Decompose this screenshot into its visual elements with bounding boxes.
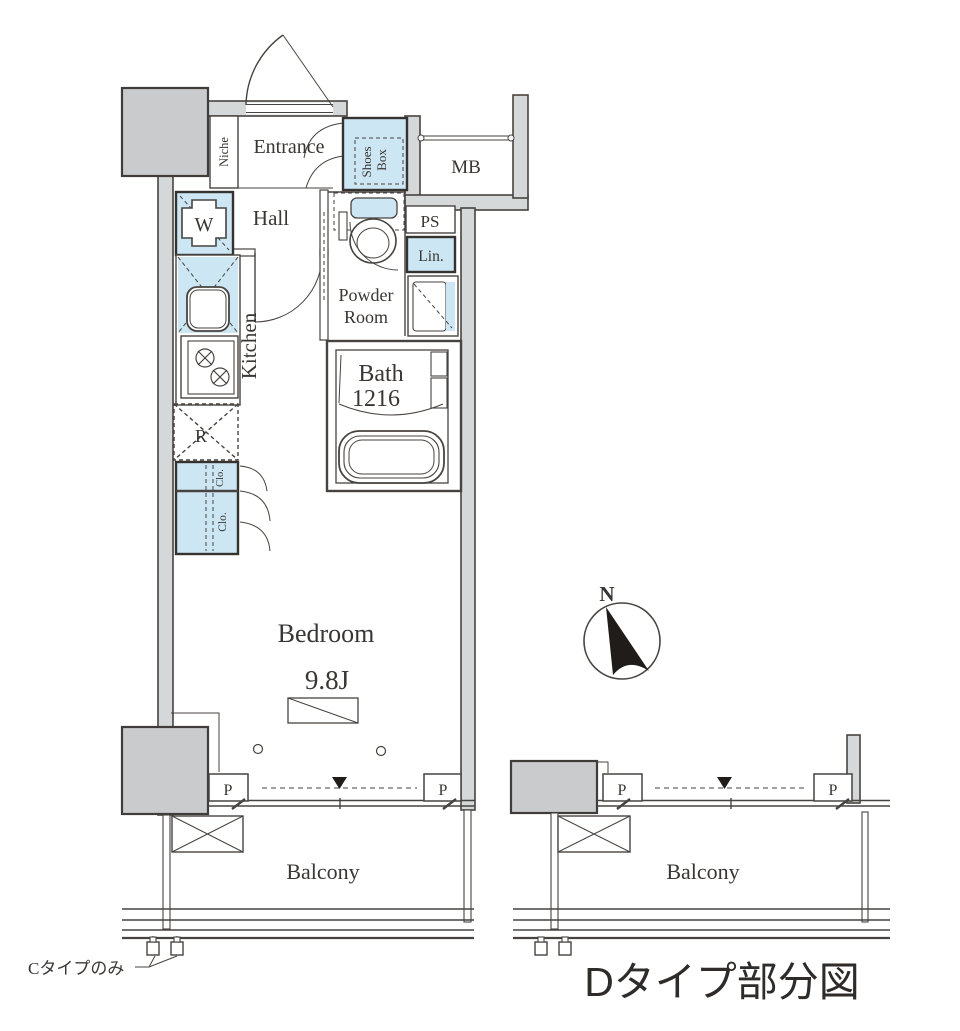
balcony-label: Balcony <box>666 859 739 884</box>
closet-door-arc <box>239 521 271 552</box>
bath-door-leaf <box>338 354 342 404</box>
closet-label: Clo. <box>217 512 229 532</box>
shoes-box <box>341 116 409 192</box>
pipe-label: P <box>224 782 233 799</box>
equipment-box <box>171 815 244 853</box>
hose-bibb-icon <box>534 936 572 956</box>
entrance-label: Entrance <box>253 136 324 158</box>
mb-area <box>417 134 515 142</box>
ceiling-point <box>375 745 387 757</box>
hall-label: Hall <box>253 206 289 230</box>
inner-door-leaf-arc <box>305 155 344 189</box>
triangle-marker <box>332 777 347 789</box>
shoes-box-label: Shoes <box>359 146 374 177</box>
step-wall <box>171 712 220 772</box>
toilet-tank <box>350 197 398 219</box>
pillar-top-left <box>120 86 210 178</box>
ps-box <box>405 205 456 234</box>
pillar-d <box>509 759 599 815</box>
pipe-label: P <box>618 782 627 799</box>
shoes-box-shelf-dashed <box>354 137 404 185</box>
powder-room-label: Powder <box>339 285 394 305</box>
balcony-side-wall <box>162 814 171 930</box>
bath-shelf <box>430 351 448 377</box>
balcony-label: Balcony <box>286 859 359 884</box>
inner-door-leaf-arc <box>303 122 344 159</box>
entrance-door-arc <box>245 34 284 106</box>
north-label: N <box>599 582 614 606</box>
powder-room-label: Room <box>344 307 388 327</box>
washer-label: W <box>195 214 214 236</box>
pipe-label: P <box>439 782 448 799</box>
railing <box>122 908 474 940</box>
left-wall <box>157 111 174 816</box>
right-wall <box>460 207 476 811</box>
entrance-area <box>174 34 409 323</box>
window-end-mark <box>835 798 850 810</box>
window-end-mark <box>442 798 457 810</box>
equipment-box <box>557 815 631 853</box>
labels: Entrance Niche Shoes Box MB Hall W PS Li… <box>28 136 860 1005</box>
closet-door-arc <box>239 465 268 492</box>
step-wall <box>597 761 609 773</box>
washbasin-icon <box>412 281 447 332</box>
washer-pan-icon <box>181 199 227 247</box>
bath-size-label: 1216 <box>352 386 400 412</box>
ceiling-point <box>252 743 264 755</box>
bath-label: Bath <box>358 361 403 387</box>
railing <box>513 908 890 940</box>
closet-box <box>174 460 240 556</box>
closet-door-arc <box>239 490 271 522</box>
linen-box <box>405 235 457 274</box>
fridge-label: R <box>195 426 207 446</box>
powder-room-area <box>319 189 459 341</box>
bedroom-label: Bedroom <box>278 619 375 648</box>
pipe-space-box <box>602 773 643 802</box>
entrance-opening <box>246 102 333 115</box>
bath-door-arc <box>338 403 444 416</box>
fridge-space <box>173 403 239 461</box>
entrance-door-leaf <box>282 34 334 108</box>
window-end-mark <box>231 798 246 810</box>
unit-walls <box>120 86 529 816</box>
diagram-title: Dタイプ部分図 <box>584 959 860 1005</box>
mb-label: MB <box>451 157 481 178</box>
niche-box <box>209 115 239 189</box>
note-leader-line <box>135 955 178 968</box>
burner-icon <box>195 348 230 387</box>
pipe-space-box <box>423 773 462 802</box>
bedroom-area <box>171 697 475 810</box>
bedroom-size-label: 9.8J <box>305 665 349 695</box>
balcony-side-wall <box>861 811 869 923</box>
linen-label: Lin. <box>418 248 443 265</box>
pillar-bottom-left <box>120 725 210 816</box>
d-type-diagram <box>509 734 890 956</box>
hall-door-arc <box>254 252 323 323</box>
balcony-side-wall <box>550 812 559 930</box>
c-type-note: Cタイプのみ <box>28 959 124 978</box>
pipe-label: P <box>829 782 838 799</box>
shoes-box-label: Box <box>374 149 389 171</box>
pipe-space-box <box>208 773 249 802</box>
bath-area <box>325 339 463 493</box>
corridor-wall <box>512 94 529 199</box>
window-end-mark <box>616 798 631 810</box>
hose-bibb-icon <box>146 936 184 956</box>
kitchen-label: Kitchen <box>237 312 261 379</box>
kitchen-area <box>173 254 271 556</box>
ps-label: PS <box>421 212 440 231</box>
balcony-left <box>122 809 474 968</box>
balcony-side-wall <box>463 809 472 923</box>
compass-icon <box>583 602 661 680</box>
north-arrow-icon <box>606 607 649 675</box>
powder-door-arc <box>349 221 399 271</box>
niche-label: Niche <box>217 137 231 167</box>
triangle-marker <box>717 777 732 789</box>
closet-label: Clo. <box>215 469 226 487</box>
pipe-space-box <box>813 773 853 802</box>
